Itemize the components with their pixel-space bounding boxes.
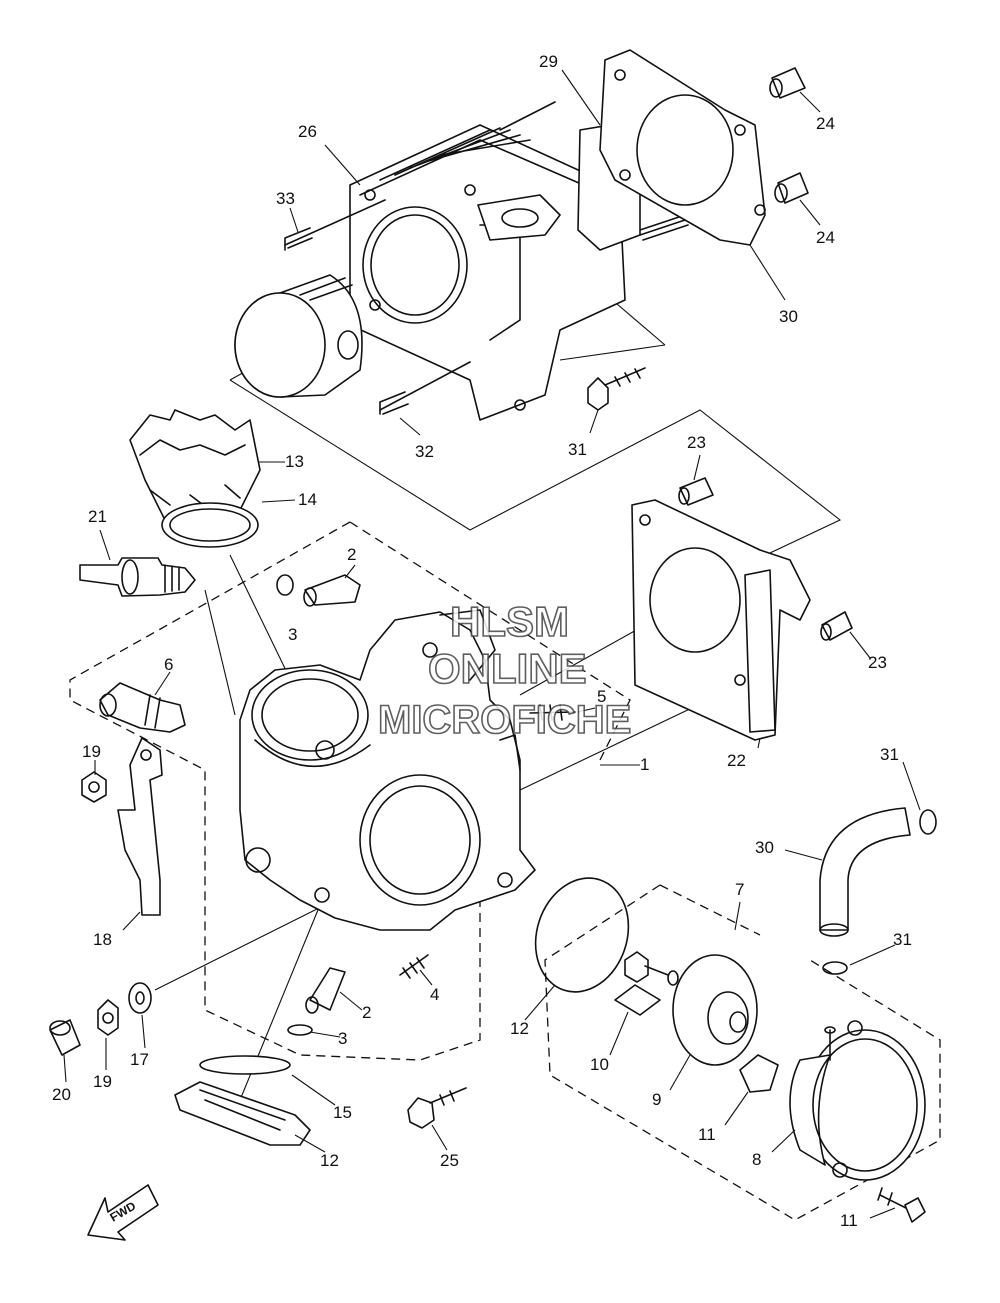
disc-9 <box>672 954 758 1066</box>
dowel-23-right <box>820 611 853 641</box>
callout-10: 10 <box>590 1055 609 1074</box>
clip-3-upper <box>276 574 294 596</box>
cap-20 <box>49 1019 81 1056</box>
sensor-6 <box>99 682 186 733</box>
callout-4: 4 <box>430 985 439 1004</box>
callout-7: 7 <box>735 880 744 899</box>
watermark-line2: ONLINE <box>428 645 587 692</box>
assembly-outline-main <box>69 521 631 1061</box>
callout-3-upper: 3 <box>288 625 297 644</box>
washer-17 <box>128 982 152 1014</box>
gasket-28 <box>599 49 766 246</box>
callout-2-upper: 2 <box>347 545 356 564</box>
callout-15: 13 <box>285 452 304 471</box>
callout-28: 30 <box>779 307 798 326</box>
callout-31-lower: 31 <box>893 930 912 949</box>
callout-17: 17 <box>130 1050 149 1069</box>
callout-20: 20 <box>52 1085 71 1104</box>
callout-8: 8 <box>752 1150 761 1169</box>
dowel-24-top <box>769 67 806 99</box>
forward-arrow-icon: FWD <box>87 1184 159 1241</box>
callout-21: 21 <box>88 507 107 526</box>
intake-14 <box>174 1081 311 1146</box>
stud-32 <box>379 361 471 415</box>
callout-27: 29 <box>539 52 558 71</box>
alignment-lines <box>154 297 842 1101</box>
stud-upper-right <box>499 101 689 241</box>
callout-16-top: 14 <box>298 490 317 509</box>
bolt-25 <box>407 1087 467 1129</box>
callout-24-top: 24 <box>816 114 835 133</box>
gasket-22 <box>631 499 811 741</box>
callout-22: 22 <box>727 751 746 770</box>
fitting-2-lower <box>305 967 346 1014</box>
callout-numbers: 29 26 33 24 24 30 31 32 23 13 14 21 2 3 … <box>52 52 912 1230</box>
callout-12: 12 <box>510 1019 529 1038</box>
callout-25: 25 <box>440 1151 459 1170</box>
watermark-line1: HLSM <box>450 598 569 645</box>
callout-30: 30 <box>755 838 774 857</box>
callout-2-lower: 2 <box>362 1003 371 1022</box>
assembly-outline-pump <box>544 884 941 1221</box>
dowel-24-bottom <box>774 172 809 204</box>
callout-23-right: 23 <box>868 653 887 672</box>
ring-16-lower <box>199 1055 291 1075</box>
callout-19-upper: 19 <box>82 742 101 761</box>
nut-19-upper <box>81 771 107 803</box>
clip-3-lower <box>287 1024 313 1036</box>
bolt-10 <box>614 951 679 1016</box>
clamp-31-lower <box>822 961 848 975</box>
callout-33: 33 <box>276 189 295 208</box>
bolt-5 <box>529 704 576 721</box>
watermark: HLSM ONLINE MICROFICHE <box>377 597 632 743</box>
clip-11 <box>739 1054 779 1093</box>
stud-4 <box>399 954 429 979</box>
callout-24-bottom: 24 <box>816 228 835 247</box>
watermark-line3: MICROFICHE <box>378 698 631 742</box>
callout-19-lower: 19 <box>93 1072 112 1091</box>
callout-1: 1 <box>640 755 649 774</box>
callout-23-top: 23 <box>687 433 706 452</box>
bracket-18 <box>117 737 163 916</box>
callout-18: 18 <box>93 930 112 949</box>
piston <box>234 274 363 398</box>
clamp-31-upper <box>919 809 937 835</box>
nut-19-lower <box>97 999 119 1036</box>
stud-33 <box>284 199 386 251</box>
o-ring-12 <box>534 877 630 993</box>
callout-32: 32 <box>415 442 434 461</box>
bolt-29 <box>587 367 646 411</box>
cylinder-26 <box>349 124 626 421</box>
fitting-2-upper <box>303 574 361 607</box>
callout-3-lower: 3 <box>338 1029 347 1048</box>
callout-29: 31 <box>568 440 587 459</box>
callout-5: 5 <box>597 687 606 706</box>
spark-plug-21 <box>79 557 196 597</box>
callout-31-upper: 31 <box>880 745 899 764</box>
dowel-23-top <box>678 477 714 506</box>
callout-26: 26 <box>298 122 317 141</box>
crankcase-1 <box>239 609 536 931</box>
callout-11: 11 <box>698 1125 716 1144</box>
callout-14: 12 <box>320 1151 339 1170</box>
ring-16-top <box>161 502 259 548</box>
pump-8 <box>789 1020 926 1181</box>
bolt-13 <box>877 1187 926 1223</box>
callout-6: 6 <box>164 655 173 674</box>
callout-16-lower: 15 <box>333 1103 352 1122</box>
callout-9: 9 <box>652 1090 661 1109</box>
callout-13: 11 <box>840 1211 858 1230</box>
hose-30 <box>819 807 911 937</box>
leader-lines <box>63 69 921 1219</box>
